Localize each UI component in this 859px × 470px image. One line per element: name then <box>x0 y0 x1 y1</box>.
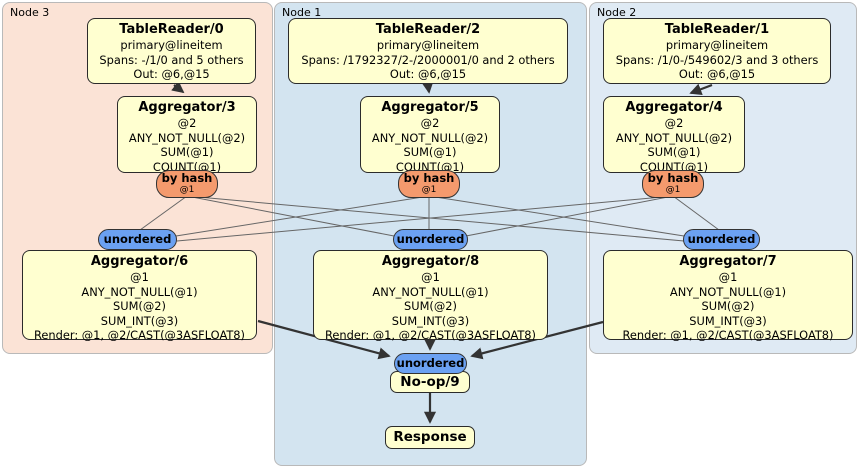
processor-detail: Out: @6,@15 <box>133 67 210 82</box>
sync-unordered: unordered <box>394 353 467 374</box>
processor-detail: Spans: -/1/0 and 5 others <box>99 52 244 67</box>
processor-title: Aggregator/7 <box>679 254 777 269</box>
processor-detail: @2 <box>420 116 440 130</box>
router-by-hash: by hash @1 <box>398 170 460 198</box>
processor-detail: SUM(@1) <box>647 145 701 160</box>
processor-detail: SUM(@1) <box>160 145 214 160</box>
processor-tablereader-2: TableReader/2 primary@lineitem Spans: /1… <box>288 18 568 84</box>
processor-detail: Render: @1, @2/CAST(@3ASFLOAT8) <box>33 328 245 343</box>
processor-aggregator-5: Aggregator/5 @2 ANY_NOT_NULL(@2) SUM(@1)… <box>360 96 500 174</box>
sync-unordered: unordered <box>98 229 177 250</box>
sync-unordered-label: unordered <box>396 232 465 246</box>
region-label: Node 2 <box>597 6 637 19</box>
region-label: Node 1 <box>282 6 322 19</box>
processor-detail: Out: @6,@15 <box>678 67 756 82</box>
router-by-hash-stream: @1 <box>421 185 437 195</box>
processor-tablereader-0: TableReader/0 primary@lineitem Spans: -/… <box>87 18 256 84</box>
processor-detail: ANY_NOT_NULL(@1) <box>81 284 198 299</box>
sync-unordered: unordered <box>683 229 760 250</box>
processor-detail: Spans: /1792327/2-/2000001/0 and 2 other… <box>301 52 555 67</box>
processor-aggregator-3: Aggregator/3 @2 ANY_NOT_NULL(@2) SUM(@1)… <box>117 96 257 174</box>
router-by-hash-stream: @1 <box>665 185 681 195</box>
processor-detail: @1 <box>130 270 149 284</box>
processor-detail: Render: @1, @2/CAST(@3ASFLOAT8) <box>622 328 834 343</box>
processor-detail: SUM_INT(@3) <box>689 313 767 328</box>
processor-title: Aggregator/8 <box>381 254 480 269</box>
processor-detail: @1 <box>718 270 738 284</box>
processor-detail: ANY_NOT_NULL(@2) <box>615 130 733 145</box>
processor-detail: @2 <box>177 116 197 130</box>
response-label: Response <box>393 429 467 445</box>
processor-detail: Out: @6,@15 <box>389 67 467 82</box>
processor-title: Aggregator/3 <box>138 100 236 115</box>
processor-detail: ANY_NOT_NULL(@1) <box>372 284 489 299</box>
processor-detail: SUM(@2) <box>404 299 457 314</box>
processor-title: Aggregator/6 <box>90 254 189 269</box>
router-by-hash: by hash @1 <box>156 170 218 198</box>
processor-detail: primary@lineitem <box>120 38 223 52</box>
processor-detail: SUM(@2) <box>113 299 166 314</box>
processor-tablereader-1: TableReader/1 primary@lineitem Spans: /1… <box>603 18 831 84</box>
processor-aggregator-4: Aggregator/4 @2 ANY_NOT_NULL(@2) SUM(@1)… <box>603 96 745 174</box>
sync-unordered-label: unordered <box>103 232 172 246</box>
router-by-hash-label: by hash <box>161 171 213 185</box>
sync-unordered-label: unordered <box>396 356 465 370</box>
sync-unordered: unordered <box>393 229 468 250</box>
processor-detail: ANY_NOT_NULL(@1) <box>669 284 787 299</box>
router-by-hash-label: by hash <box>403 171 455 185</box>
processor-detail: primary@lineitem <box>665 38 769 52</box>
router-by-hash-label: by hash <box>647 171 699 185</box>
processor-detail: ANY_NOT_NULL(@2) <box>371 130 489 145</box>
processor-title: TableReader/1 <box>664 22 770 37</box>
processor-detail: SUM_INT(@3) <box>100 313 179 328</box>
processor-detail: @2 <box>664 116 684 130</box>
processor-noop: No-op/9 <box>390 371 470 393</box>
processor-title: TableReader/0 <box>119 22 224 37</box>
processor-detail: primary@lineitem <box>376 38 480 52</box>
processor-detail: SUM_INT(@3) <box>391 313 470 328</box>
processor-detail: @1 <box>421 270 440 284</box>
processor-title: Aggregator/4 <box>625 100 723 115</box>
processor-title: No-op/9 <box>400 374 460 390</box>
processor-detail: Spans: /1/0-/549602/3 and 3 others <box>615 52 819 67</box>
processor-detail: ANY_NOT_NULL(@2) <box>128 130 246 145</box>
processor-aggregator-8: Aggregator/8 @1 ANY_NOT_NULL(@1) SUM(@2)… <box>313 250 548 343</box>
router-by-hash-stream: @1 <box>179 185 195 195</box>
processor-title: Aggregator/5 <box>381 100 479 115</box>
sync-unordered-label: unordered <box>687 232 756 246</box>
processor-detail: Render: @1, @2/CAST(@3ASFLOAT8) <box>324 328 536 343</box>
response-box: Response <box>385 426 475 449</box>
processor-detail: SUM(@2) <box>701 299 755 314</box>
processor-detail: SUM(@1) <box>403 145 457 160</box>
processor-title: TableReader/2 <box>375 22 481 37</box>
router-by-hash: by hash @1 <box>642 170 704 198</box>
processor-aggregator-6: Aggregator/6 @1 ANY_NOT_NULL(@1) SUM(@2)… <box>22 250 257 343</box>
region-label: Node 3 <box>10 6 50 19</box>
processor-aggregator-7: Aggregator/7 @1 ANY_NOT_NULL(@1) SUM(@2)… <box>603 250 853 343</box>
